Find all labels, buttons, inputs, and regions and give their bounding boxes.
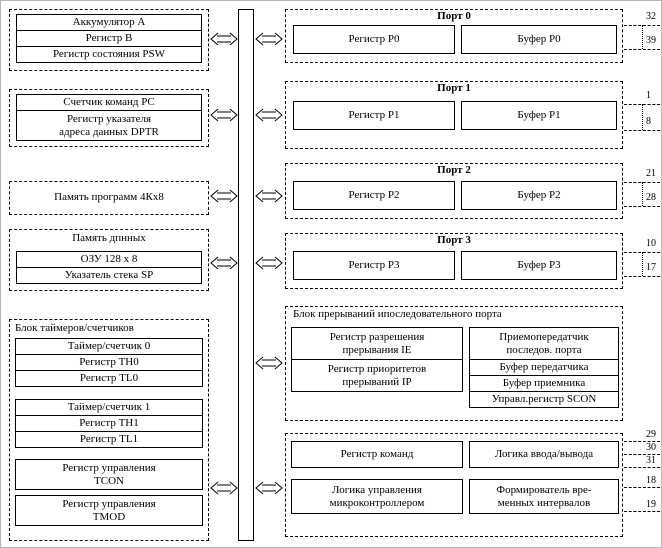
command-register-box: Регистр команд [291,441,463,468]
port3-pin-line [624,276,660,277]
control-pin-31: 31 [646,455,656,466]
port1-pin-line [624,130,660,131]
xtal-pin-18: 18 [646,475,656,486]
interrupt-serial-frame [285,306,623,421]
bidirectional-arrow-icon [255,108,283,122]
program-memory-frame [9,181,209,215]
xtal-pin-line [624,487,660,488]
th1-register-box: Регистр TH1 [15,415,203,432]
bidirectional-arrow-icon [255,256,283,270]
bidirectional-arrow-icon [255,481,283,495]
ie-register-box: Регистр разрешения прерывания IE [291,327,463,360]
accumulator-box: Аккумулятор А [16,14,202,31]
port2-register-box: Регистр Р2 [293,181,455,210]
bidirectional-arrow-icon [255,356,283,370]
port3-pin-first: 10 [646,238,656,249]
control-logic-box: Логика управления микроконтроллером [291,479,463,514]
data-memory-frame [9,229,209,291]
bidirectional-arrow-icon [210,481,238,495]
bidirectional-arrow-icon [210,108,238,122]
stack-pointer-box: Указатель стека SP [16,267,202,284]
port1-pin-first: 1 [646,90,651,101]
timers-group-frame [9,319,209,541]
port0-title: Порт 0 [437,10,471,22]
rx-buffer-box: Буфер приемника [469,375,619,392]
bidirectional-arrow-icon [210,256,238,270]
port2-pin-first: 21 [646,168,656,179]
tcon-register-box: Регистр управления TCON [15,459,203,490]
ip-register-box: Регистр приоритетов прерываний IP [291,359,463,392]
program-counter-box: Счетчик команд PC [16,94,202,111]
io-logic-box: Логика ввода/вывода [469,441,619,468]
system-bus [238,9,254,541]
bidirectional-arrow-icon [255,32,283,46]
dptr-register-box: Регистр указателя адреса данных DPTR [16,110,202,141]
serial-transceiver-box: Приемопередатчик последов. порта [469,327,619,360]
ram-box: ОЗУ 128 х 8 [16,251,202,268]
register-b-box: Регистр В [16,30,202,47]
program-memory-label: Память программ 4Кх8 [54,191,164,203]
xtal-pin-19: 19 [646,499,656,510]
port2-pin-line [624,206,660,207]
port2-pin-last: 28 [646,192,656,203]
tl0-register-box: Регистр TL0 [15,370,203,387]
port3-pin-last: 17 [646,262,656,273]
port0-register-box: Регистр Р0 [293,25,455,54]
interrupt-serial-title: Блок прерываний ипоследовательного порта [293,308,502,320]
timer1-title-box: Таймер/счетчик 1 [15,399,203,416]
port0-pin-last: 39 [646,35,656,46]
bidirectional-arrow-icon [255,189,283,203]
port1-title: Порт 1 [437,82,471,94]
control-pin-line [624,467,660,468]
port3-pin-range-dots [642,252,643,276]
data-memory-title: Память дпнных [72,232,146,244]
port3-register-box: Регистр Р3 [293,251,455,280]
tl1-register-box: Регистр TL1 [15,431,203,448]
port2-frame [285,163,623,219]
tx-buffer-box: Буфер передатчика [469,359,619,376]
psw-register-box: Регистр состояния PSW [16,46,202,63]
port3-title: Порт 3 [437,234,471,246]
port1-frame [285,81,623,149]
port0-pin-first: 32 [646,11,656,22]
tmod-register-box: Регистр управления TMOD [15,495,203,526]
bidirectional-arrow-icon [210,189,238,203]
th0-register-box: Регистр TH0 [15,354,203,371]
port0-pin-range-dots [642,25,643,49]
control-block-frame [285,433,623,537]
control-pin-30: 30 [646,442,656,453]
port1-register-box: Регистр Р1 [293,101,455,130]
timer0-title-box: Таймер/счетчик 0 [15,338,203,355]
timers-group-title: Блок таймеров/счетчиков [15,322,134,334]
control-pin-line [624,454,660,455]
port2-pin-range-dots [642,182,643,206]
port3-buffer-box: Буфер Р3 [461,251,617,280]
bidirectional-arrow-icon [210,32,238,46]
xtal-pin-line [624,511,660,512]
control-pin-line [624,441,660,442]
port0-buffer-box: Буфер Р0 [461,25,617,54]
scon-register-box: Управл.регистр SCON [469,391,619,408]
port2-title: Порт 2 [437,164,471,176]
port1-pin-range-dots [642,104,643,130]
control-pin-29: 29 [646,429,656,440]
port1-buffer-box: Буфер Р1 [461,101,617,130]
accumulator-group-frame [9,9,209,71]
port0-frame [285,9,623,63]
port1-pin-last: 8 [646,116,651,127]
port2-buffer-box: Буфер Р2 [461,181,617,210]
port3-frame [285,233,623,289]
port0-pin-line [624,49,660,50]
timing-generator-box: Формирователь вре- менных интервалов [469,479,619,514]
pc-group-frame [9,89,209,147]
